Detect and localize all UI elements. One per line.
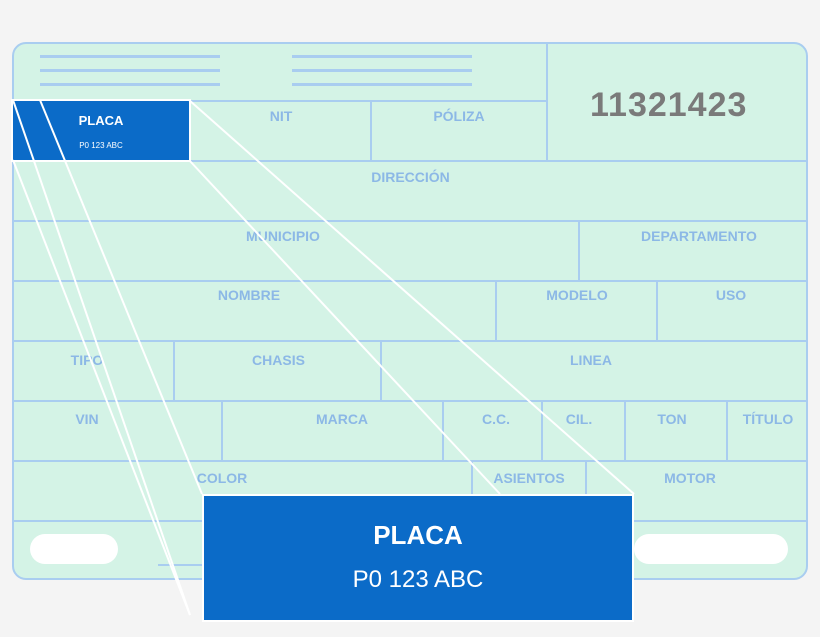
field-label-nit: NIT — [269, 108, 293, 124]
grid-divider — [380, 340, 382, 401]
placa-label-large: PLACA — [373, 520, 463, 550]
grid-divider — [726, 400, 728, 461]
footer-pill-left — [30, 534, 118, 564]
placa-field-highlight: PLACA P0 123 ABC — [13, 101, 189, 160]
grid-divider — [633, 520, 808, 522]
grid-divider — [13, 520, 203, 522]
grid-divider — [221, 400, 223, 461]
header-decoration-line — [40, 55, 220, 58]
field-label-titulo: TÍTULO — [742, 411, 794, 427]
field-label-departamento: DEPARTAMENTO — [641, 228, 757, 244]
placa-value-small: P0 123 ABC — [79, 141, 123, 150]
header-decoration-line — [40, 69, 220, 72]
grid-divider — [546, 43, 548, 161]
field-label-vin: VIN — [75, 411, 99, 427]
field-label-tipo: TIPO — [70, 352, 104, 368]
header-decoration-line — [292, 55, 472, 58]
header-decoration-line — [292, 83, 472, 86]
placa-value-large: P0 123 ABC — [352, 566, 484, 593]
field-label-modelo: MODELO — [546, 287, 608, 303]
placa-label-small: PLACA — [78, 113, 124, 128]
grid-divider — [13, 340, 808, 342]
grid-divider — [13, 400, 808, 402]
grid-divider — [13, 460, 808, 462]
grid-divider — [442, 400, 444, 461]
field-label-cil: CIL. — [565, 411, 593, 427]
grid-divider — [173, 340, 175, 401]
footer-pill-right — [634, 534, 788, 564]
field-label-marca: MARCA — [315, 411, 369, 427]
placa-zoom-panel: PLACA P0 123 ABC — [202, 494, 634, 622]
grid-divider — [541, 400, 543, 461]
grid-divider — [624, 400, 626, 461]
header-decoration-line — [40, 83, 220, 86]
grid-divider — [158, 564, 204, 566]
grid-divider — [13, 280, 808, 282]
field-label-cc: C.C. — [482, 411, 510, 427]
grid-divider — [13, 220, 808, 222]
field-label-chasis: CHASIS — [252, 352, 305, 368]
field-label-linea: LINEA — [570, 352, 612, 368]
grid-divider — [13, 160, 808, 162]
field-label-direccion: DIRECCIÓN — [371, 169, 450, 185]
header-decoration-line — [292, 69, 472, 72]
field-label-asientos: ASIENTOS — [493, 470, 565, 486]
field-label-ton: TON — [657, 411, 687, 427]
field-label-uso: USO — [715, 287, 747, 303]
field-label-municipio: MUNICIPIO — [246, 228, 320, 244]
field-label-color: COLOR — [196, 470, 248, 486]
field-label-nombre: NOMBRE — [217, 287, 281, 303]
field-label-poliza: PÓLIZA — [433, 108, 485, 124]
registration-number: 11321423 — [590, 86, 748, 124]
field-label-motor: MOTOR — [664, 470, 716, 486]
grid-divider — [656, 280, 658, 341]
